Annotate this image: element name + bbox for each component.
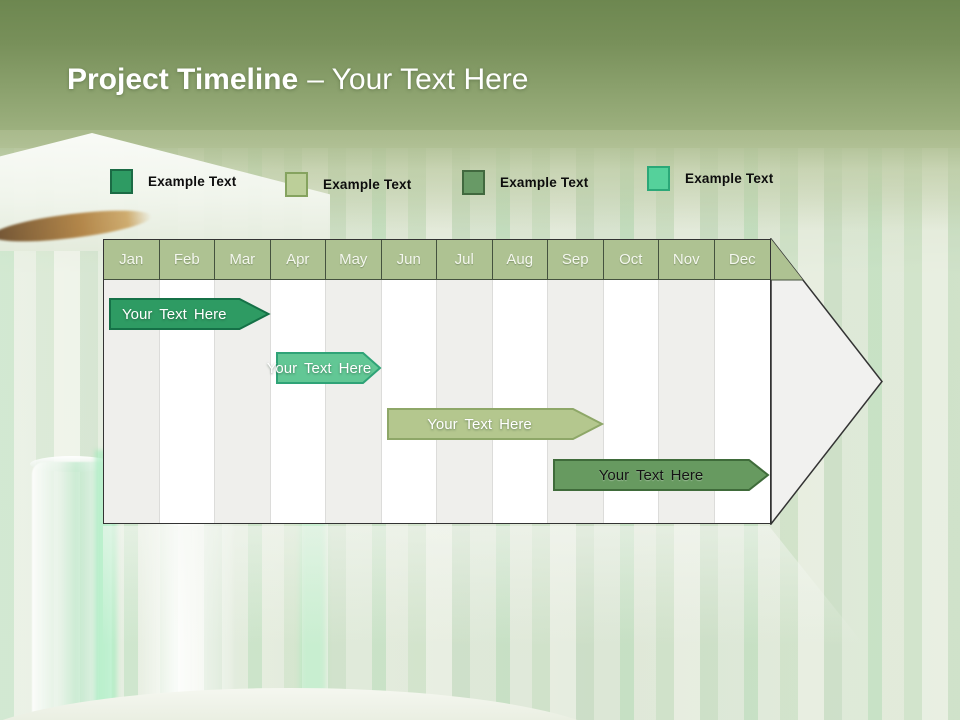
legend-item-4: Example Text — [647, 166, 773, 191]
month-header-mar: Mar — [215, 240, 271, 279]
timeline-reflection — [103, 526, 881, 676]
legend-item-1: Example Text — [110, 169, 236, 194]
page-title: Project Timeline– Your Text Here — [67, 60, 528, 100]
month-column-jun — [381, 280, 437, 523]
legend-label: Example Text — [148, 174, 237, 189]
month-header-jul: Jul — [437, 240, 493, 279]
month-header-aug: Aug — [493, 240, 548, 279]
legend-label: Example Text — [685, 171, 774, 186]
legend-item-2: Example Text — [285, 172, 411, 197]
month-header-jan: Jan — [104, 240, 160, 279]
legend-item-3: Example Text — [462, 170, 588, 195]
month-header-oct: Oct — [604, 240, 659, 279]
timeline-arrowhead — [770, 238, 883, 525]
task-bar-task-1[interactable]: Your Text Here — [109, 298, 271, 330]
task-bar-task-2[interactable]: Your Text Here — [266, 352, 382, 384]
legend-label: Example Text — [500, 175, 589, 190]
title-light-text: – Your Text Here — [307, 63, 529, 96]
legend-color-swatch — [647, 166, 670, 191]
month-header-dec: Dec — [728, 251, 756, 268]
task-bar-label: Your Text Here — [266, 359, 372, 377]
month-column-apr — [270, 280, 326, 523]
month-column-may — [326, 280, 382, 523]
task-bar-label: Your Text Here — [598, 466, 704, 484]
month-header-feb: Feb — [160, 240, 215, 279]
month-header-jun: Jun — [382, 240, 437, 279]
month-header-sep: Sep — [548, 240, 604, 279]
task-bar-label: Your Text Here — [122, 305, 227, 323]
month-header-apr: Apr — [271, 240, 326, 279]
legend-color-swatch — [462, 170, 485, 195]
legend-color-swatch — [285, 172, 308, 197]
month-column-aug — [492, 280, 548, 523]
month-header-may: May — [326, 240, 382, 279]
legend-color-swatch — [110, 169, 133, 194]
legend-label: Example Text — [323, 177, 412, 192]
task-bar-task-3[interactable]: Your Text Here — [386, 408, 604, 440]
title-bold-text: Project Timeline — [67, 63, 299, 96]
month-header-nov: Nov — [659, 240, 715, 279]
month-column-jul — [437, 280, 493, 523]
task-bar-task-4[interactable]: Your Text Here — [553, 459, 770, 491]
task-bar-label: Your Text Here — [427, 415, 532, 433]
